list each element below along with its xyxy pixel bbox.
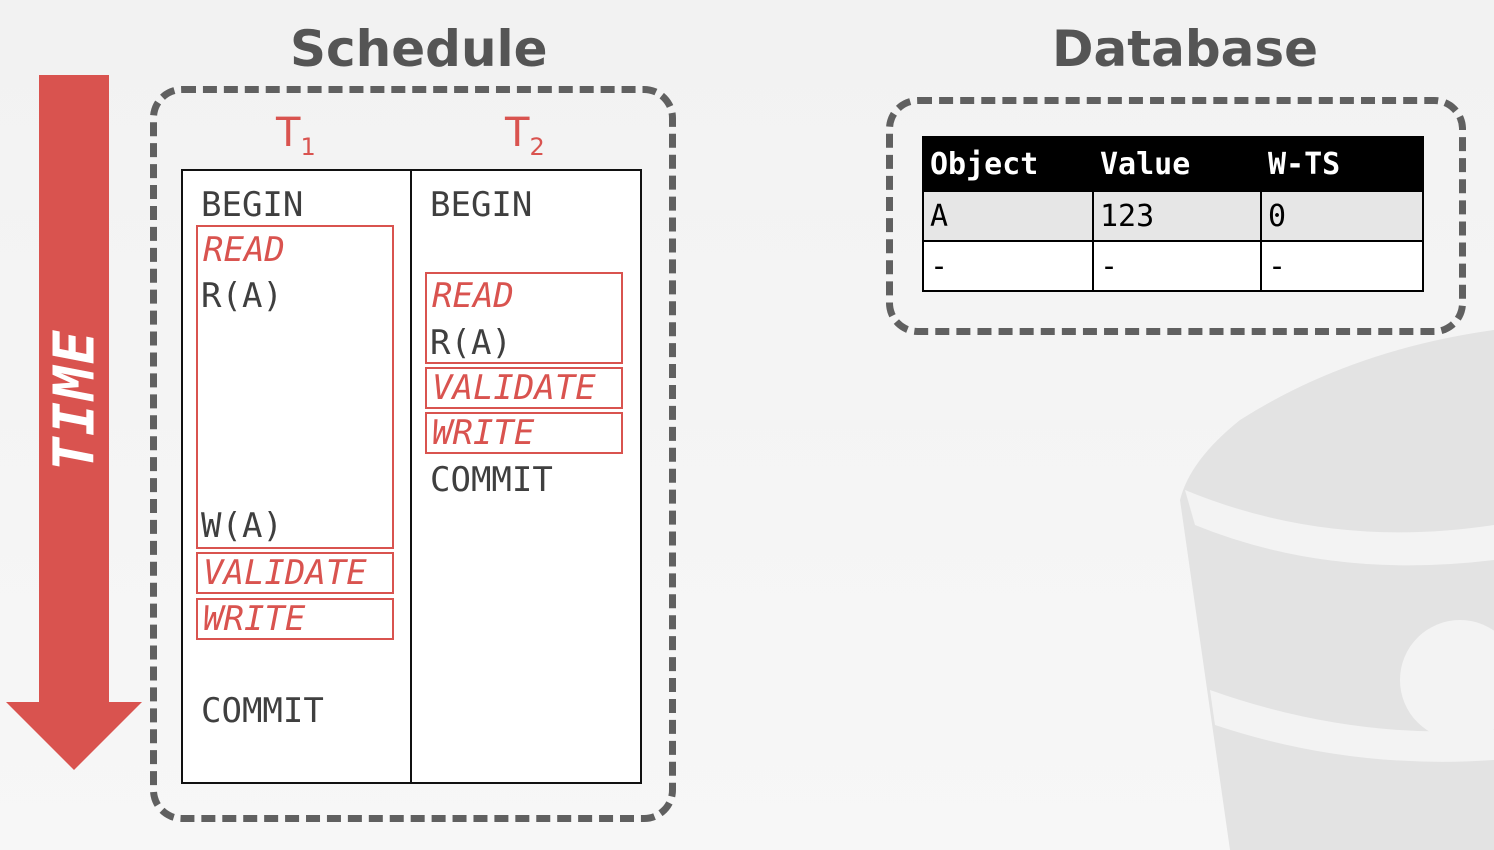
t1-begin: BEGIN bbox=[201, 185, 304, 225]
t1-commit: COMMIT bbox=[201, 691, 324, 731]
schedule-heading: Schedule bbox=[290, 20, 548, 78]
table-cell: - bbox=[1260, 240, 1424, 292]
t2-validate-phase-box bbox=[425, 367, 623, 409]
t2-subscript: 2 bbox=[529, 133, 545, 161]
database-heading: Database bbox=[1052, 20, 1319, 78]
t1-read-phase-box bbox=[196, 225, 394, 549]
column-header: W-TS bbox=[1260, 136, 1424, 192]
t2-validate-phase-label: VALIDATE bbox=[432, 368, 596, 408]
database-table: Object Value W-TS A 123 0 - - - bbox=[922, 136, 1424, 292]
column-header: Value bbox=[1092, 136, 1262, 192]
t2-read-phase-label: READ bbox=[432, 276, 514, 316]
time-label: TIME bbox=[42, 328, 108, 472]
t2-begin: BEGIN bbox=[430, 185, 533, 225]
t2-write-phase-label: WRITE bbox=[432, 413, 535, 453]
t1-write-phase-label: WRITE bbox=[203, 599, 306, 639]
table-header-row: Object Value W-TS bbox=[922, 136, 1424, 192]
t1-validate-phase-box bbox=[196, 552, 394, 594]
table-cell: 0 bbox=[1260, 190, 1424, 242]
table-cell: - bbox=[1092, 240, 1262, 292]
t2-label: T bbox=[505, 110, 530, 156]
database-frame bbox=[886, 97, 1466, 335]
t1-write-phase-box bbox=[196, 598, 394, 640]
t1-label: T bbox=[276, 110, 301, 156]
database-watermark-icon bbox=[1180, 330, 1494, 850]
t2-read-a: R(A) bbox=[430, 323, 512, 363]
table-cell: A bbox=[922, 190, 1094, 242]
t1-header: T1 bbox=[276, 110, 316, 161]
t1-read-phase-label: READ bbox=[203, 230, 285, 270]
schedule-column-divider bbox=[410, 169, 412, 784]
table-row: A 123 0 bbox=[922, 190, 1424, 242]
table-cell: 123 bbox=[1092, 190, 1262, 242]
t1-read-a: R(A) bbox=[201, 276, 283, 316]
column-header: Object bbox=[922, 136, 1094, 192]
table-cell: - bbox=[922, 240, 1094, 292]
t2-read-phase-box bbox=[425, 272, 623, 364]
table-row: - - - bbox=[922, 240, 1424, 292]
t2-commit: COMMIT bbox=[430, 460, 553, 500]
t1-write-a: W(A) bbox=[201, 506, 283, 546]
t1-validate-phase-label: VALIDATE bbox=[203, 553, 367, 593]
schedule-frame bbox=[150, 86, 676, 822]
t2-write-phase-box bbox=[425, 412, 623, 454]
t1-subscript: 1 bbox=[300, 133, 316, 161]
t2-header: T2 bbox=[505, 110, 545, 161]
time-arrow bbox=[6, 75, 142, 770]
